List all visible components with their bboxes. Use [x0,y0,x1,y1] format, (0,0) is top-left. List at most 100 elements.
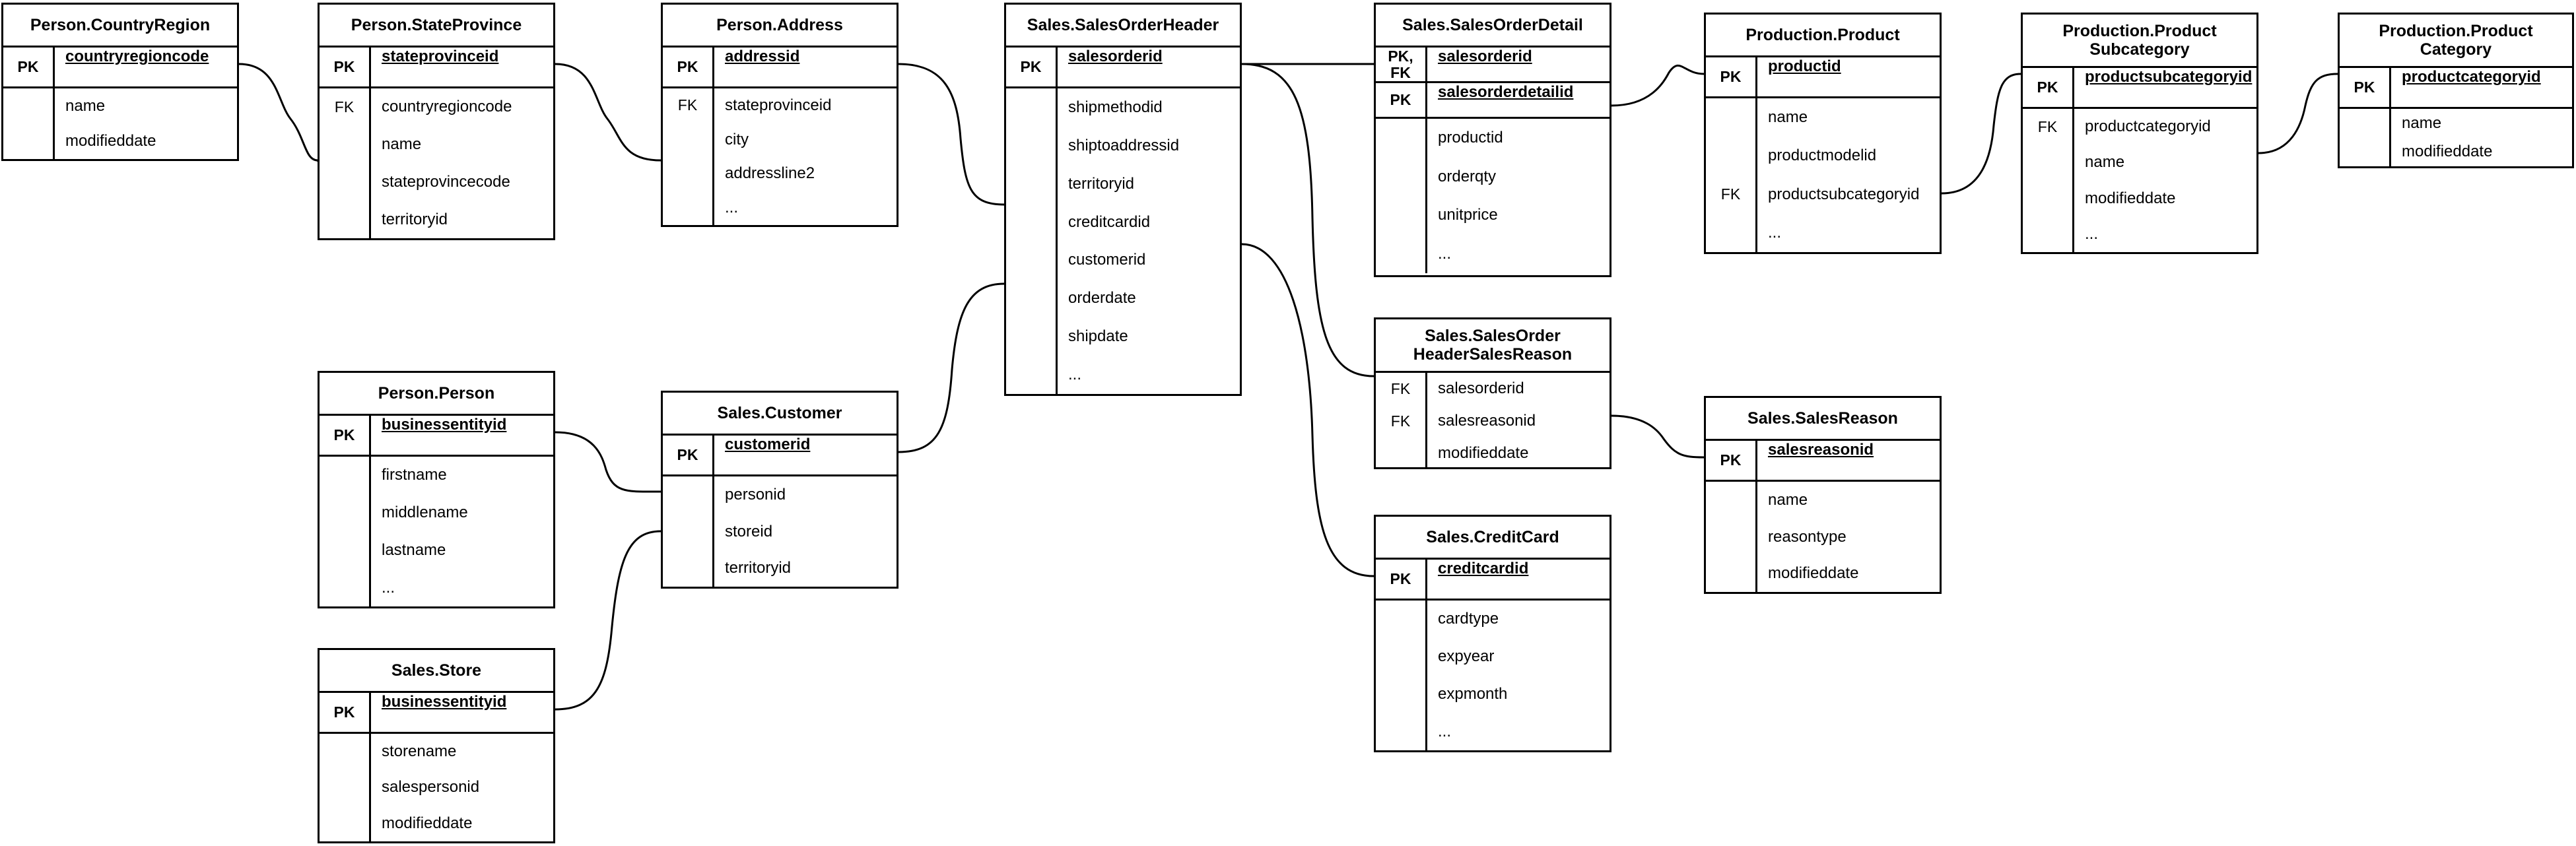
pk-field-name: salesorderid [1068,48,1163,65]
attribute-key-blank [1006,203,1056,242]
key-label: PK [320,416,371,455]
attribute-name: middlename [382,504,468,522]
relationship-rel-person-customer[interactable] [555,431,661,493]
relationship-rel-salesorderheadersalesreason-salesreason[interactable] [1611,414,1705,459]
attribute-key-blank [663,513,712,550]
relationship-rel-customer-salesorderheader[interactable] [898,282,1005,453]
attribute-field-column: cardtype expyear expmonth... [1427,601,1610,750]
key-label: PK [1706,57,1757,96]
fk-label: FK [677,96,698,114]
pk-field-cell: productcategoryid [2391,68,2572,107]
attribute-key-blank [1006,88,1056,127]
relationship-rel-countryregion-stateprovince[interactable] [238,63,318,162]
attribute-key-blank [320,164,369,201]
attribute-key-column [663,476,714,587]
entity-title: Person.Address [716,16,843,34]
attribute-key-blank [1376,196,1425,235]
attribute-key-blank [1006,242,1056,280]
pk-field-name: productcategoryid [2402,68,2541,86]
attribute-name: cardtype [1438,610,1499,628]
pk-field-cell: salesorderid [1058,48,1240,86]
attribute-name: ... [1438,722,1452,740]
attribute-name: city [725,130,749,148]
attribute-key-column [1006,88,1058,394]
attribute-key-blank [2023,145,2072,180]
pk-section: PK countryregioncode [3,46,237,86]
attribute-key-column: FK [1706,98,1757,252]
attribute-key-blank [1706,98,1755,137]
attribute-key-blank [320,126,369,164]
attribute-name: expyear [1438,647,1495,666]
relationship-rel-store-customer[interactable] [555,530,661,711]
attribute-key-blank [2340,138,2389,167]
key-label: PK [2023,68,2074,107]
attribute-key-column [320,457,371,606]
attribute-name: lastname [382,540,446,559]
attribute-key-blank [320,769,369,805]
attribute-name: stateprovincecode [382,172,510,191]
pk-field-name: countryregioncode [65,48,209,65]
attribute-key-blank [663,123,712,157]
relationship-rel-salesorderheader-salesorderheadersalesreason[interactable] [1241,63,1374,377]
attribute-name: ... [382,578,395,597]
relationship-rel-address-salesorderheader[interactable] [898,63,1005,206]
relationship-rel-product-productsubcategory[interactable] [1941,73,2021,195]
pk-field-cell: productid [1757,57,1940,96]
relationship-rel-salesorderdetail-product[interactable] [1611,64,1705,107]
attribute-name: productmodelid [1768,146,1877,165]
entity-title: Sales.SalesReason [1747,409,1898,428]
pk-field-name: productid [1768,57,1841,75]
entity-title: Person.StateProvince [351,16,522,34]
attribute-name: ... [2085,224,2099,243]
pk-field-name: salesorderid [1438,48,1532,65]
key-label: PK [663,48,714,86]
pk-field-cell: stateprovinceid [371,48,553,86]
key-label: PK [320,693,371,732]
attribute-key-blank [1706,519,1755,556]
relationship-rel-productsubcategory-productcategory[interactable] [2258,73,2338,154]
attribute-key-blank [320,734,369,769]
entity-title: Person.CountryRegion [30,16,211,34]
attribute-name: territoryid [1068,174,1135,193]
attribute-name: expmonth [1438,684,1508,703]
pk-section: PK productid [1706,55,1940,96]
relationship-rel-creditcard-salesorderheader[interactable] [1241,243,1374,577]
attribute-name: modifieddate [1438,443,1529,462]
relationship-rel-stateprovince-address[interactable] [555,63,661,162]
pk-field-cell: salesorderdetailid [1427,83,1610,117]
attribute-name: name [65,96,106,115]
key-label: PK [3,48,55,86]
attribute-key-blank [320,494,369,532]
entity-title: Production.Product [1746,26,1900,44]
attribute-name: salespersonid [382,778,480,797]
